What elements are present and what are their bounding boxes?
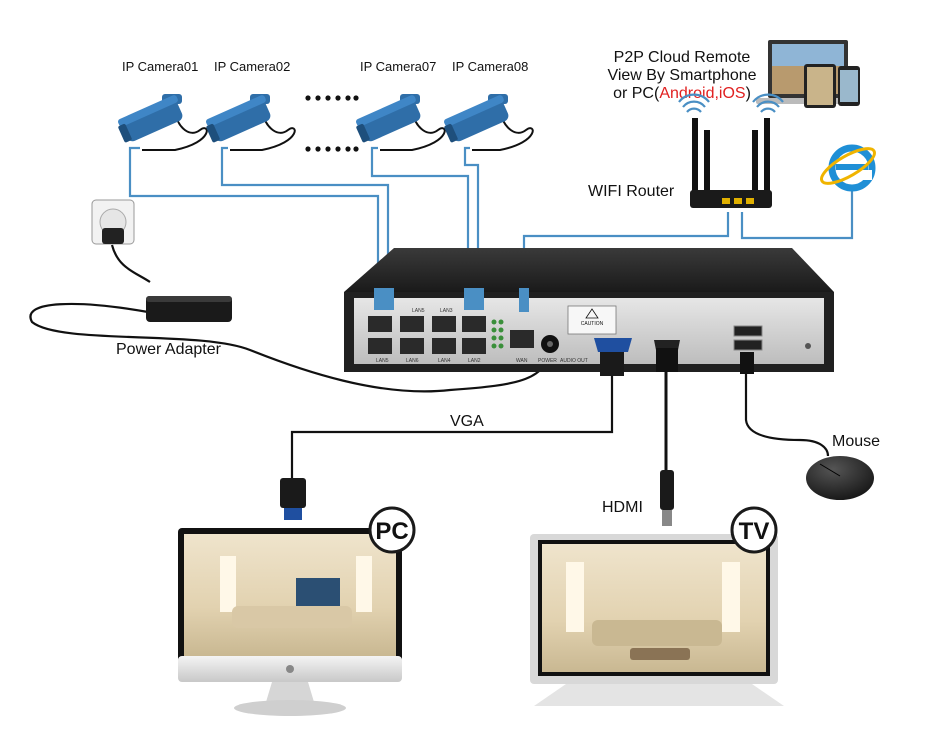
wifi-router xyxy=(690,118,772,208)
power-adapter-label: Power Adapter xyxy=(116,341,222,358)
camera01-label: IP Camera01 xyxy=(122,59,198,74)
power-dc-cable xyxy=(29,302,552,393)
lan5-bottom-label: LAN5 xyxy=(376,358,389,364)
mouse-label: Mouse xyxy=(832,433,880,450)
ellipsis-dots-top xyxy=(305,95,359,101)
hdmi-plug xyxy=(656,348,678,372)
ellipsis-dots-bottom xyxy=(305,146,359,152)
port-leds xyxy=(491,319,504,349)
lan-ports xyxy=(368,316,534,354)
cloud-line2: View By Smartphone xyxy=(607,67,756,84)
lan2-label: LAN2 xyxy=(468,358,481,364)
lan3-label: LAN3 xyxy=(440,308,453,314)
hdmi-connector-end xyxy=(660,470,674,526)
camera-08 xyxy=(444,94,509,143)
camera-07 xyxy=(356,94,421,143)
caution-label: CAUTION xyxy=(581,321,604,327)
camera-01 xyxy=(118,94,183,143)
internet-explorer-icon xyxy=(820,144,876,192)
vga-port xyxy=(594,338,632,352)
tv-monitor xyxy=(530,534,784,706)
black-cables xyxy=(29,244,830,478)
wifi-signal-icon xyxy=(678,93,784,113)
power-adapter-icon xyxy=(146,296,232,322)
pc-badge: PC xyxy=(368,506,416,554)
router-label: WIFI Router xyxy=(588,183,675,200)
remote-devices-icon xyxy=(756,40,860,108)
usb-port-1 xyxy=(733,325,763,337)
cable-camera02 xyxy=(220,146,390,292)
cable-camera07 xyxy=(370,146,470,292)
camera02-label: IP Camera02 xyxy=(214,59,290,74)
caution-sticker xyxy=(567,305,617,335)
cloud-line1: P2P Cloud Remote xyxy=(614,49,751,66)
power-port-label: POWER xyxy=(538,358,557,364)
cloud-line3: or PC(Android,iOS) xyxy=(613,85,751,102)
cloud-remote-text: P2P Cloud Remote View By Smartphone or P… xyxy=(607,49,756,102)
mouse-icon xyxy=(806,456,874,500)
cable-router-internet xyxy=(740,188,854,240)
rj45-connectors xyxy=(374,288,529,312)
camera-tails xyxy=(142,111,534,151)
cable-camera08 xyxy=(463,146,480,292)
ios-text: iOS xyxy=(719,85,746,102)
camera07-label: IP Camera07 xyxy=(360,59,436,74)
vga-label: VGA xyxy=(450,413,484,430)
tv-badge-text: TV xyxy=(739,518,770,545)
usb-port-2 xyxy=(733,339,763,351)
wan-label: WAN xyxy=(516,358,528,364)
android-text: Android xyxy=(659,85,714,102)
audio-out-label: AUDIO OUT xyxy=(560,358,588,364)
hdmi-port xyxy=(654,340,680,350)
camera08-label: IP Camera08 xyxy=(452,59,528,74)
pc-monitor xyxy=(178,528,402,716)
pc-badge-text: PC xyxy=(375,518,408,545)
usb-plug xyxy=(740,352,754,374)
nvr-recorder: LAN5 LAN3 LAN5 LAN6 LAN4 LAN2 WAN POWER … xyxy=(344,248,834,376)
vga-cable xyxy=(290,372,614,478)
lan6-label: LAN6 xyxy=(406,358,419,364)
camera-02 xyxy=(206,94,271,143)
vga-connector-end xyxy=(280,478,306,520)
lan5-label: LAN5 xyxy=(412,308,425,314)
wall-socket-icon xyxy=(91,199,135,245)
power-plug-cable xyxy=(110,244,151,283)
lan4-label: LAN4 xyxy=(438,358,451,364)
tv-badge: TV xyxy=(730,506,778,554)
usb-mouse-cable xyxy=(744,372,830,457)
vga-plug xyxy=(600,352,624,376)
hdmi-label: HDMI xyxy=(602,499,643,516)
cable-camera01 xyxy=(128,146,380,292)
